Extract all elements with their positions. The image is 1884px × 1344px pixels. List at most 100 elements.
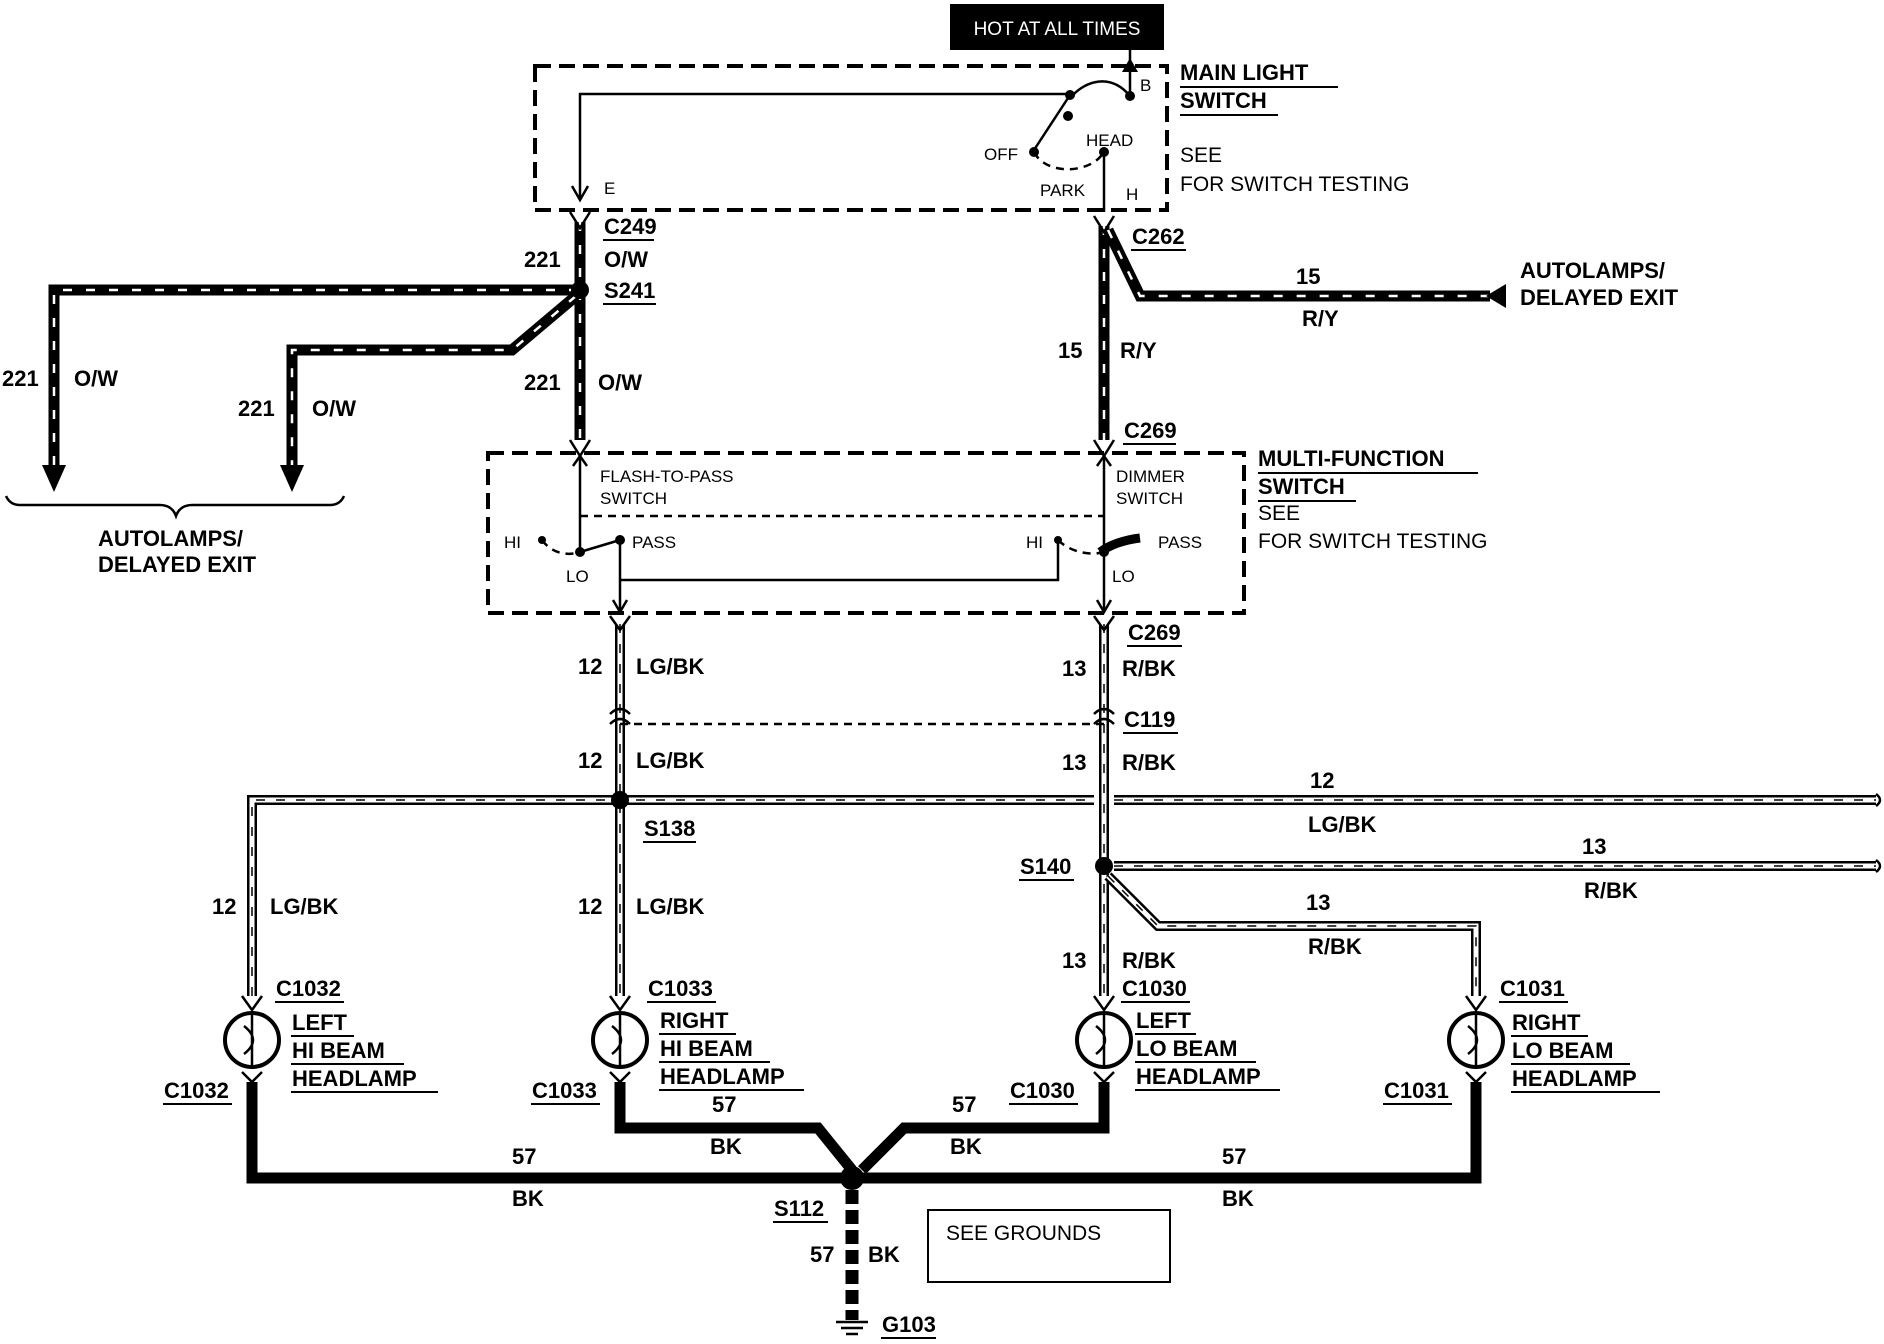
arrow-down-icon	[280, 465, 304, 492]
headlamp-left-hi: C1032 LEFT HI BEAM HEADLAMP C1032	[163, 976, 438, 1105]
svg-text:C1030: C1030	[1010, 1078, 1075, 1103]
svg-text:BK: BK	[868, 1242, 900, 1267]
svg-text:HI: HI	[504, 533, 521, 552]
main-switch-title: MAIN LIGHT	[1180, 60, 1309, 85]
svg-text:12: 12	[578, 748, 602, 773]
svg-text:O/W: O/W	[74, 366, 118, 391]
svg-text:C269: C269	[1124, 418, 1177, 443]
svg-text:SWITCH: SWITCH	[1258, 474, 1345, 499]
svg-text:R/BK: R/BK	[1122, 750, 1176, 775]
svg-text:FOR SWITCH TESTING: FOR SWITCH TESTING	[1180, 173, 1409, 196]
ground-icon	[836, 1320, 868, 1336]
ry-wiring: C262 15 R/Y 15 R/Y AUTOLAMPS/ DELAYED EX…	[1058, 215, 1679, 440]
svg-text:C1030: C1030	[1122, 976, 1187, 1001]
svg-text:R/Y: R/Y	[1302, 306, 1339, 331]
svg-text:LO BEAM: LO BEAM	[1512, 1038, 1613, 1063]
svg-text:LG/BK: LG/BK	[636, 894, 705, 919]
svg-text:E: E	[604, 179, 615, 198]
svg-text:LO BEAM: LO BEAM	[1136, 1036, 1237, 1061]
autolamps-right-label: AUTOLAMPS/	[1520, 258, 1665, 283]
arrow-down-icon	[42, 465, 66, 492]
svg-text:S112: S112	[774, 1196, 824, 1221]
svg-text:13: 13	[1582, 834, 1606, 859]
splice-s241	[571, 281, 589, 299]
svg-text:BK: BK	[1222, 1186, 1254, 1211]
svg-text:C249: C249	[604, 214, 657, 239]
svg-text:HEADLAMP: HEADLAMP	[1512, 1066, 1637, 1091]
svg-text:C1033: C1033	[648, 976, 713, 1001]
svg-text:BK: BK	[710, 1134, 742, 1159]
svg-text:15: 15	[1058, 338, 1082, 363]
svg-text:DELAYED EXIT: DELAYED EXIT	[98, 552, 257, 577]
svg-text:221: 221	[238, 396, 275, 421]
svg-text:C262: C262	[1132, 224, 1185, 249]
autolamps-left-label: AUTOLAMPS/	[98, 526, 243, 551]
svg-text:LG/BK: LG/BK	[270, 894, 339, 919]
svg-text:HEADLAMP: HEADLAMP	[292, 1066, 417, 1091]
svg-text:G103: G103	[882, 1312, 936, 1337]
svg-text:DELAYED EXIT: DELAYED EXIT	[1520, 285, 1679, 310]
svg-text:R/Y: R/Y	[1120, 338, 1157, 363]
svg-text:BK: BK	[512, 1186, 544, 1211]
svg-text:S138: S138	[644, 816, 695, 841]
svg-text:H: H	[1126, 185, 1138, 204]
arrow-left-icon	[1486, 284, 1506, 308]
svg-text:PASS: PASS	[632, 533, 676, 552]
svg-text:FOR SWITCH TESTING: FOR SWITCH TESTING	[1258, 530, 1487, 553]
svg-text:221: 221	[524, 247, 561, 272]
svg-text:B: B	[1140, 76, 1151, 95]
splice-s138	[611, 791, 629, 809]
svg-text:SWITCH: SWITCH	[1180, 88, 1267, 113]
svg-text:PARK: PARK	[1040, 181, 1086, 200]
main-light-switch: B E OFF HEAD PARK H MAIN LIGHT SWITCH SE…	[533, 50, 1409, 212]
svg-text:12: 12	[578, 894, 602, 919]
svg-text:PASS: PASS	[1158, 533, 1202, 552]
headlamp-left-lo: C1030 LEFT LO BEAM HEADLAMP C1030	[1009, 976, 1280, 1105]
svg-text:S140: S140	[1020, 854, 1071, 879]
svg-text:SWITCH: SWITCH	[600, 489, 667, 508]
svg-text:FLASH-TO-PASS: FLASH-TO-PASS	[600, 467, 734, 486]
svg-text:221: 221	[524, 370, 561, 395]
svg-text:RIGHT: RIGHT	[1512, 1010, 1581, 1035]
multi-switch-title: MULTI-FUNCTION	[1258, 446, 1445, 471]
svg-text:13: 13	[1062, 656, 1086, 681]
svg-text:LG/BK: LG/BK	[1308, 812, 1377, 837]
svg-text:57: 57	[712, 1092, 736, 1117]
svg-text:13: 13	[1062, 948, 1086, 973]
lgbk-rbk-vertical: C269 C119 12 LG/BK 12 LG/BK 13 R/BK 13 R…	[578, 615, 1182, 996]
headlamp-right-lo: C1031 RIGHT LO BEAM HEADLAMP C1031	[1383, 976, 1660, 1105]
bk-ground-wiring: 57 BK 57 BK 57 BK 57 BK S112 57 BK G103	[246, 1082, 1482, 1339]
svg-text:LO: LO	[1112, 567, 1135, 586]
svg-text:HEADLAMP: HEADLAMP	[1136, 1064, 1261, 1089]
svg-text:15: 15	[1296, 264, 1320, 289]
svg-text:DIMMER: DIMMER	[1116, 467, 1185, 486]
svg-text:12: 12	[1310, 768, 1334, 793]
splice-s140	[1095, 857, 1113, 875]
svg-text:C1031: C1031	[1384, 1078, 1449, 1103]
brace	[4, 495, 346, 520]
splice-s112	[840, 1166, 864, 1190]
svg-text:12: 12	[578, 654, 602, 679]
svg-text:HI BEAM: HI BEAM	[660, 1036, 753, 1061]
svg-text:SEE GROUNDS: SEE GROUNDS	[946, 1222, 1101, 1245]
svg-text:C1031: C1031	[1500, 976, 1565, 1001]
svg-text:LEFT: LEFT	[292, 1010, 348, 1035]
hot-at-all-times-banner: HOT AT ALL TIMES	[950, 4, 1164, 50]
svg-text:57: 57	[952, 1092, 976, 1117]
svg-text:R/BK: R/BK	[1122, 656, 1176, 681]
headlamp-right-hi: C1033 RIGHT HI BEAM HEADLAMP C1033	[531, 976, 804, 1105]
svg-text:SEE: SEE	[1180, 144, 1222, 167]
svg-text:LEFT: LEFT	[1136, 1008, 1192, 1033]
svg-text:OFF: OFF	[984, 145, 1018, 164]
svg-text:HEAD: HEAD	[1086, 131, 1133, 150]
wire-continues-icon	[1875, 793, 1882, 807]
arrow-down-icon	[570, 185, 590, 203]
svg-text:C1032: C1032	[276, 976, 341, 1001]
arrow-up-icon	[1122, 58, 1138, 72]
multi-switch-box	[486, 451, 1246, 615]
svg-text:C1033: C1033	[532, 1078, 597, 1103]
svg-text:R/BK: R/BK	[1308, 934, 1362, 959]
svg-text:RIGHT: RIGHT	[660, 1008, 729, 1033]
svg-text:O/W: O/W	[604, 247, 648, 272]
